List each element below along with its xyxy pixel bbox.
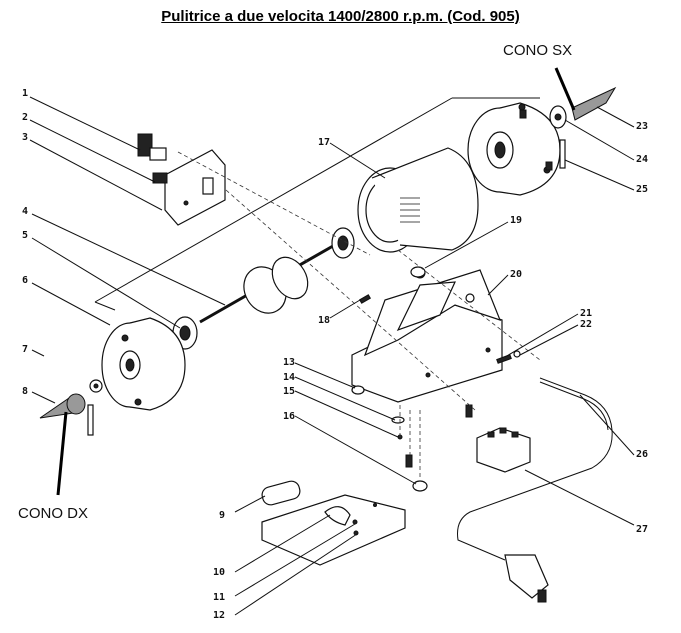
capacitor-plate (261, 480, 406, 566)
part-number: 14 (283, 372, 295, 383)
part-number: 13 (283, 357, 295, 368)
rotor-shaft (172, 227, 355, 350)
part-number: 20 (510, 269, 522, 280)
part-number: 9 (219, 510, 225, 521)
part-number: 1 (22, 88, 28, 99)
part-number: 17 (318, 137, 330, 148)
base-hardware (351, 385, 473, 492)
part-number: 24 (636, 154, 648, 165)
part-number: 7 (22, 344, 28, 355)
part-number: 11 (213, 592, 225, 603)
base-stand (351, 267, 503, 403)
left-end-cap (101, 317, 186, 411)
part-number: 25 (636, 184, 648, 195)
part-number: 6 (22, 275, 28, 286)
leader-lines (29, 96, 635, 616)
assembly-outline (94, 97, 540, 311)
part-number: 27 (636, 524, 648, 535)
terminal-block-and-cable (457, 377, 613, 603)
right-end-cap (467, 67, 617, 196)
part-number: 5 (22, 230, 28, 241)
motor-housing (357, 147, 479, 253)
part-number: 22 (580, 319, 592, 330)
part-number: 16 (283, 411, 295, 422)
small-fasteners (358, 109, 553, 364)
part-number: 18 (318, 315, 330, 326)
part-number: 15 (283, 386, 295, 397)
part-number: 19 (510, 215, 522, 226)
assembly-guide-lines (177, 151, 541, 411)
part-number: 2 (22, 112, 28, 123)
part-number: 10 (213, 567, 225, 578)
part-number: 8 (22, 386, 28, 397)
part-number: 23 (636, 121, 648, 132)
left-cone (39, 379, 103, 496)
cone-dx-label: CONO DX (18, 505, 88, 522)
part-number: 12 (213, 610, 225, 621)
part-number: 26 (636, 449, 648, 460)
part-number: 3 (22, 132, 28, 143)
part-number: 21 (580, 308, 592, 319)
cone-sx-label: CONO SX (503, 42, 572, 59)
part-number-labels: 1 2 3 4 5 6 7 8 9 10 11 12 13 14 15 16 1… (22, 88, 648, 621)
diagram-title: Pulitrice a due velocita 1400/2800 r.p.m… (161, 8, 520, 25)
part-number: 4 (22, 206, 28, 217)
